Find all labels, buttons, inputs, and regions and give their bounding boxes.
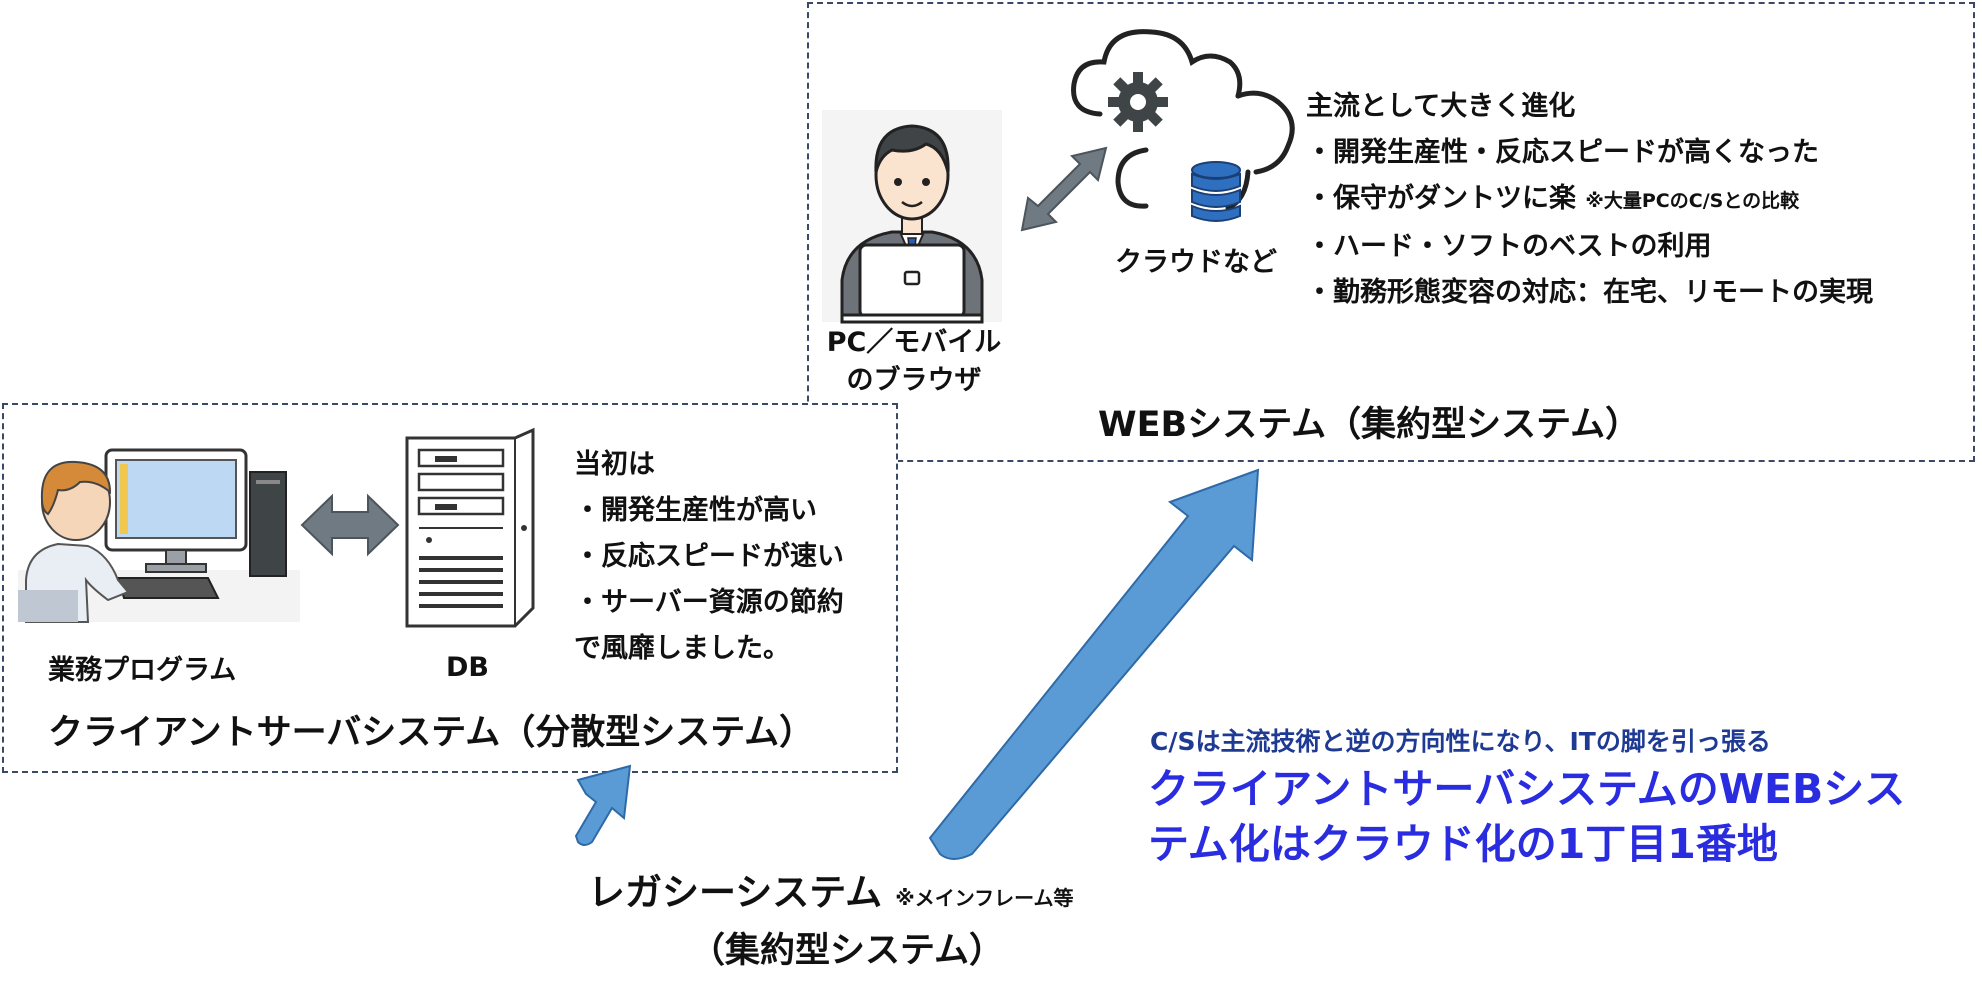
legacy-note: ※メインフレーム等 <box>895 886 1074 910</box>
person-at-laptop-icon <box>822 110 1002 324</box>
cloud-label: クラウドなど <box>1115 247 1277 278</box>
gear-icon <box>1108 72 1168 132</box>
callout-sub: C/Sは主流技術と逆の方向性になり、ITの脚を引っ張る <box>1150 727 1771 756</box>
double-arrow-icon <box>300 493 400 557</box>
program-label: 業務プログラム <box>48 655 237 686</box>
cs-point-5: で風靡しました。 <box>574 633 790 664</box>
web-point-2-text: ・保守がダントツに楽 <box>1306 183 1576 214</box>
web-heading: 主流として大きく進化 <box>1306 91 1576 122</box>
pc-label: PC／モバイル のブラウザ <box>808 324 1020 400</box>
callout-main: クライアントサーバシステムのWEBシス テム化はクラウド化の1丁目1番地 <box>1148 762 1905 872</box>
server-tower-icon <box>405 427 535 628</box>
legacy-title-row: レガシーシステム ※メインフレーム等 <box>588 862 1074 916</box>
client-server-title: クライアントサーバシステム（分散型システム） <box>48 713 815 753</box>
pc-label-line1: PC／モバイル <box>826 327 1002 358</box>
pc-label-line2: のブラウザ <box>846 365 982 396</box>
web-point-1: ・開発生産性・反応スピードが高くなった <box>1306 137 1819 168</box>
cloud-icon <box>1071 29 1295 211</box>
legacy-title: レガシーシステム <box>588 871 883 914</box>
cs-points: 当初は ・開発生産性が高い ・反応スピードが速い ・サーバー資源の節約 で風靡し… <box>574 442 844 672</box>
web-points: 主流として大きく進化 ・開発生産性・反応スピードが高くなった ・保守がダントツに… <box>1306 84 1873 316</box>
web-point-2: ・保守がダントツに楽 ※大量PCのC/Sとの比較 <box>1306 176 1873 224</box>
web-point-4: ・勤務形態変容の対応：在宅、リモートの実現 <box>1306 277 1873 308</box>
cs-point-2: ・開発生産性が高い <box>574 495 817 526</box>
up-arrow-icon <box>574 764 632 846</box>
cs-point-1: 当初は <box>574 449 655 480</box>
web-system-title: WEBシステム（集約型システム） <box>1098 405 1641 445</box>
db-label: DB <box>446 652 489 683</box>
web-point-3: ・ハード・ソフトのベストの利用 <box>1306 231 1712 262</box>
desktop-pc-user-icon <box>18 448 300 623</box>
callout-main-line1: クライアントサーバシステムのWEBシス <box>1148 765 1906 813</box>
cs-point-3: ・反応スピードが速い <box>574 541 844 572</box>
double-arrow-icon <box>1020 146 1108 232</box>
web-point-2-note: ※大量PCのC/Sとの比較 <box>1585 190 1800 212</box>
up-arrow-icon <box>928 468 1260 860</box>
legacy-subtitle: （集約型システム） <box>690 931 1004 971</box>
callout-main-line2: テム化はクラウド化の1丁目1番地 <box>1148 820 1778 868</box>
cs-point-4: ・サーバー資源の節約 <box>574 587 844 618</box>
database-icon <box>1191 161 1241 222</box>
